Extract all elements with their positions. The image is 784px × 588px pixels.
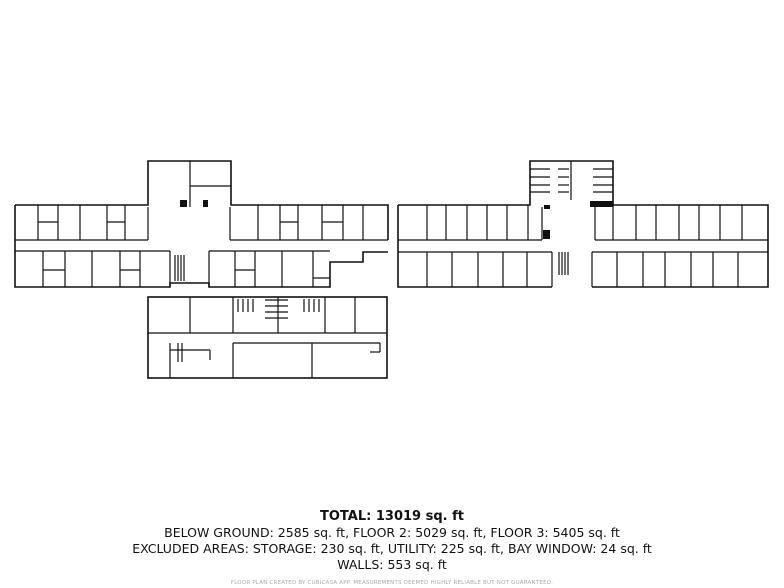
total-area: TOTAL: 13019 sq. ft: [320, 509, 464, 524]
column: [544, 205, 550, 209]
outer-wall: [398, 160, 769, 288]
column: [180, 200, 187, 207]
column: [590, 201, 613, 207]
outer-wall: [15, 160, 389, 240]
outer-wall: [397, 205, 552, 288]
walls-area: WALLS: 553 sq. ft: [337, 557, 447, 572]
floor-areas: BELOW GROUND: 2585 sq. ft, FLOOR 2: 5029…: [164, 525, 620, 540]
excluded-areas: EXCLUDED AREAS: STORAGE: 230 sq. ft, UTI…: [132, 541, 652, 556]
area-summary: TOTAL: 13019 sq. ft BELOW GROUND: 2585 s…: [0, 509, 784, 586]
outer-wall: [147, 296, 388, 379]
floor-plan-below-ground: [147, 296, 388, 379]
column: [543, 230, 550, 239]
column: [203, 200, 208, 207]
outer-wall: [14, 205, 388, 288]
floor-plan-floor-2: [14, 160, 389, 288]
floor-plan-floor-3: [397, 160, 769, 288]
credit-note: FLOOR PLAN CREATED BY CUBICASA APP. MEAS…: [230, 580, 554, 586]
